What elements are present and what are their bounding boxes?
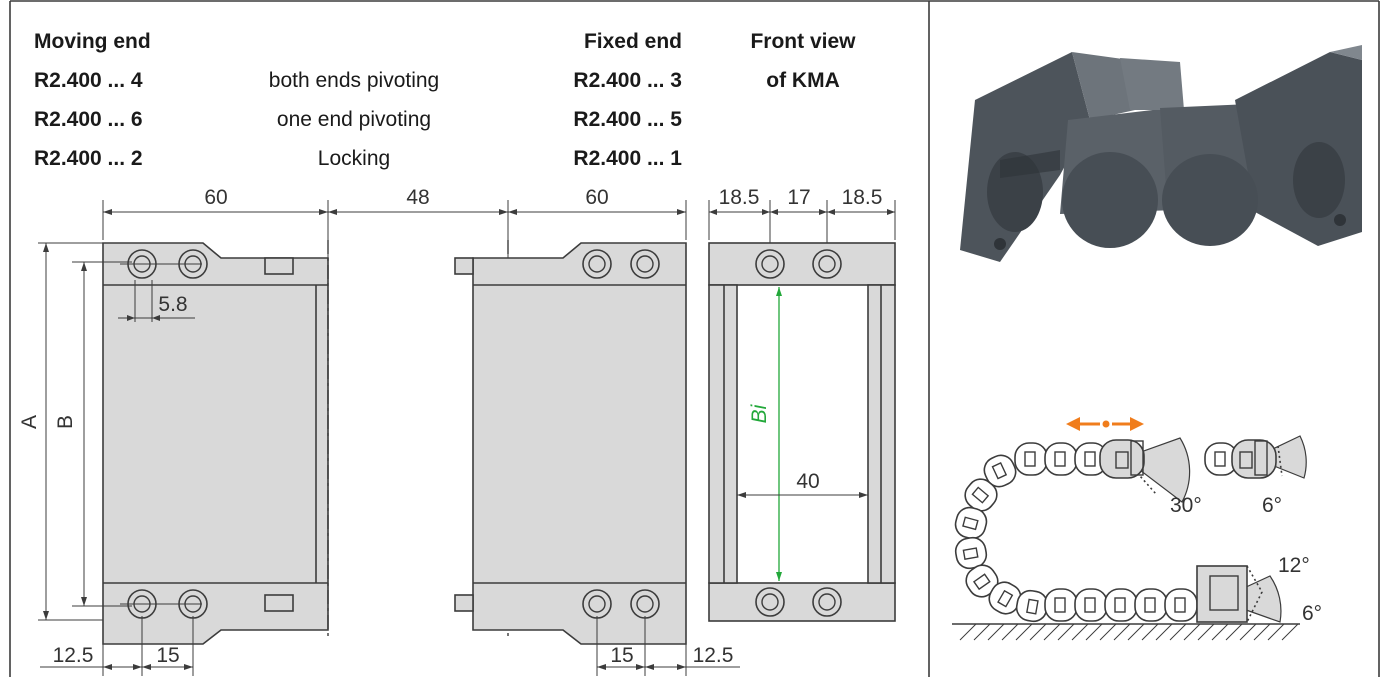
bottom-left-dimensions: 12.5 15: [40, 616, 194, 676]
hole-dimension: 5.8: [118, 280, 195, 322]
bolt-icon: [582, 589, 612, 619]
dim-hole: 5.8: [158, 293, 187, 316]
chain-top-row: [1014, 435, 1307, 503]
angle-bottom-lower: 6°: [1302, 602, 1322, 625]
moving-end-bracket: [102, 242, 329, 645]
chain-bottom-row: [1044, 565, 1282, 623]
angle-top-fixed: 6°: [1262, 494, 1282, 517]
angle-bottom-upper: 12°: [1278, 554, 1310, 577]
dim-a: A: [18, 415, 41, 429]
ground-hatching: [952, 623, 1300, 641]
height-dimensions: A B: [18, 242, 132, 621]
dim-front-mid: 17: [787, 186, 810, 209]
bolt-icon: [755, 249, 785, 279]
top-dimensions: 60 48 60 18.5 17 18.5: [102, 186, 896, 260]
chain-curve: [954, 454, 1049, 623]
bolt-icon: [630, 249, 660, 279]
desc-1: both ends pivoting: [269, 69, 439, 92]
bolt-icon: [812, 587, 842, 617]
dim-b: B: [54, 415, 77, 429]
header-block: Moving end Fixed end Front view of KMA R…: [34, 30, 856, 170]
dim-left-pitch: 15: [156, 644, 179, 667]
dim-right-pitch: 15: [610, 644, 633, 667]
dim-right-edge: 12.5: [693, 644, 734, 667]
bottom-right-dimensions: 15 12.5: [596, 616, 740, 676]
fixed-end-bracket: [454, 242, 687, 645]
desc-2: one end pivoting: [277, 108, 431, 131]
moving-code-2: R2.400 ... 6: [34, 108, 143, 131]
moving-code-1: R2.400 ... 4: [34, 69, 143, 92]
fixed-end-title: Fixed end: [584, 30, 682, 53]
dim-bi: Bi: [748, 403, 771, 423]
bolt-icon: [582, 249, 612, 279]
front-view: Bi 40: [708, 242, 896, 622]
fixed-code-1: R2.400 ... 3: [573, 69, 682, 92]
bolt-icon: [755, 587, 785, 617]
dim-moving-width: 60: [204, 186, 227, 209]
desc-3: Locking: [318, 147, 390, 170]
kma-photo: [960, 45, 1362, 262]
moving-code-3: R2.400 ... 2: [34, 147, 143, 170]
panel-frame: [9, 0, 1380, 677]
fixed-code-2: R2.400 ... 5: [573, 108, 682, 131]
chain-schematic: 30° 6° 12° 6°: [952, 417, 1322, 641]
dim-fixed-width: 60: [585, 186, 608, 209]
dim-front-left: 18.5: [719, 186, 760, 209]
moving-end-title: Moving end: [34, 30, 151, 53]
dim-gap: 48: [406, 186, 429, 209]
dim-front-inner: 40: [796, 470, 819, 493]
dim-left-edge: 12.5: [53, 644, 94, 667]
bolt-icon: [630, 589, 660, 619]
fixed-code-3: R2.400 ... 1: [573, 147, 682, 170]
front-view-title: Front view: [750, 30, 856, 53]
dim-front-right: 18.5: [842, 186, 883, 209]
front-view-subtitle: of KMA: [766, 69, 839, 92]
angle-top-moving: 30°: [1170, 494, 1202, 517]
bolt-icon: [812, 249, 842, 279]
move-arrow-icon: [1066, 417, 1144, 431]
